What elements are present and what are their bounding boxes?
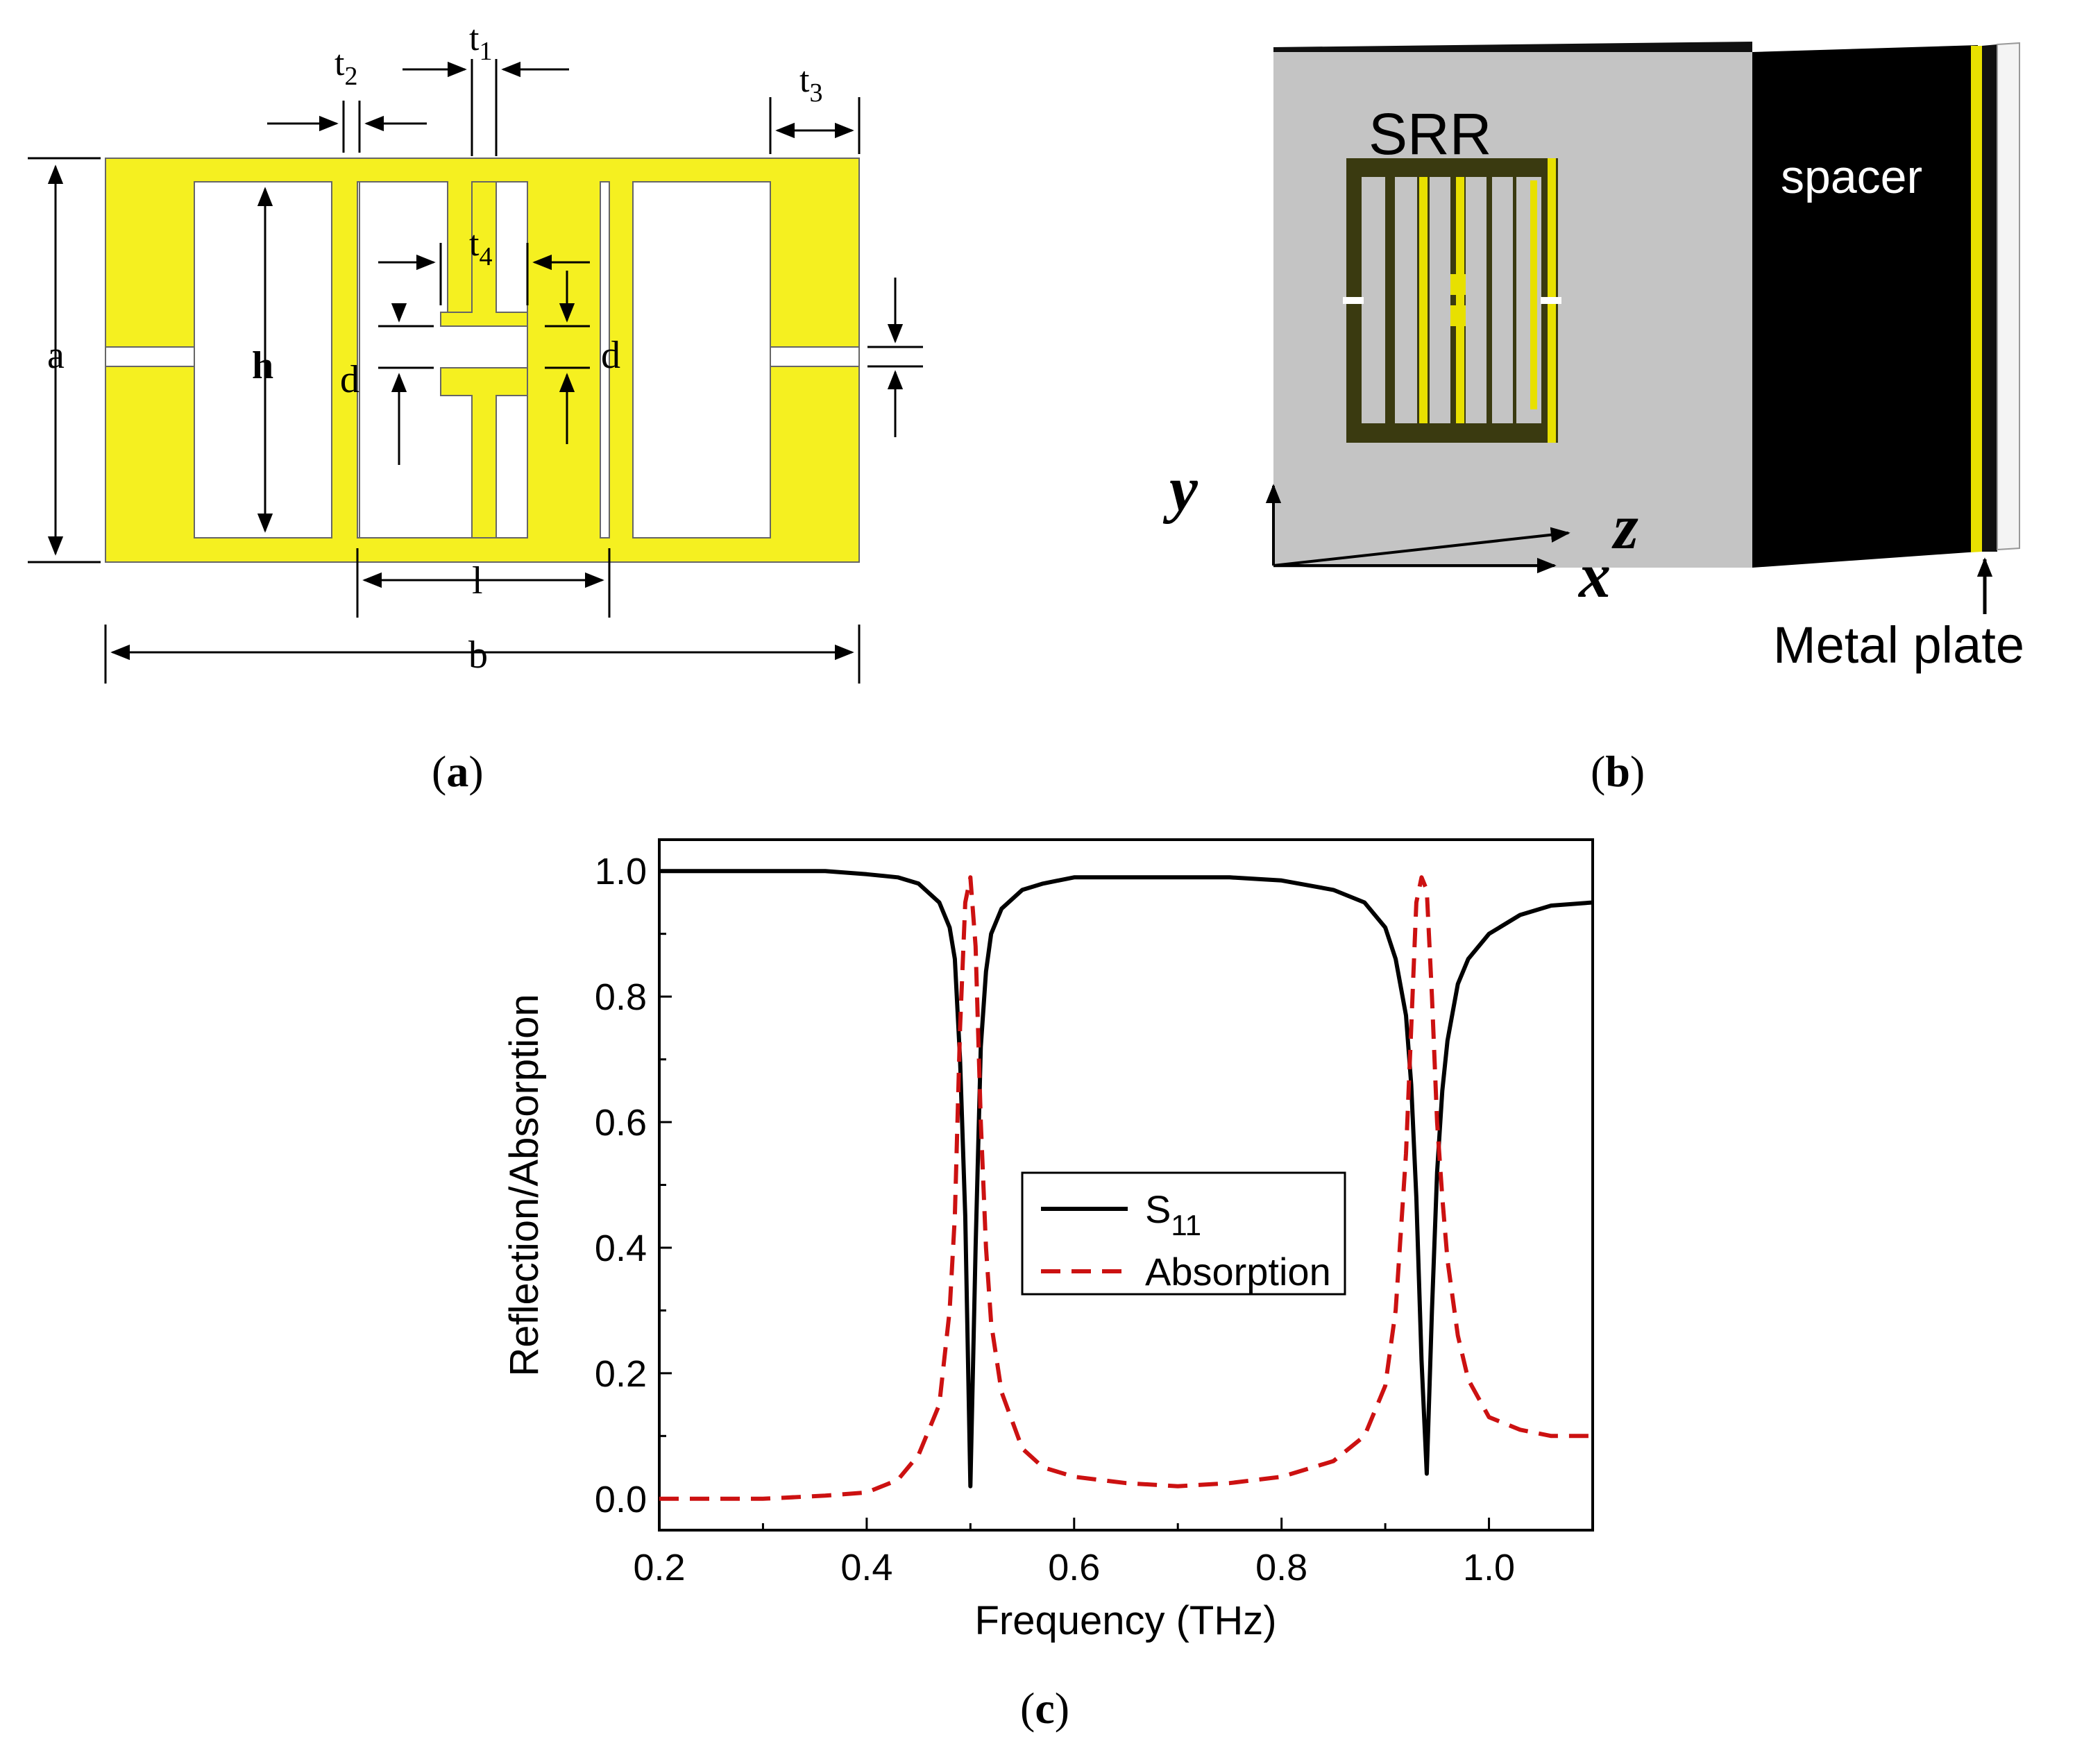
legend-label-absorption: Absorption [1145, 1250, 1331, 1294]
coordinate-axes [1265, 484, 1570, 574]
label-t3: t3 [799, 60, 822, 108]
label-a: a [47, 334, 65, 377]
metal-plate-label: Metal plate [1773, 616, 2024, 674]
caption-a: (a) [432, 747, 484, 796]
panel-a-diagram: t1 t2 t3 t4 a h d d l b [28, 19, 923, 684]
srr-structure [1343, 158, 1561, 443]
y-tick-label: 0.4 [595, 1228, 647, 1269]
x-tick-label: 1.0 [1463, 1547, 1515, 1588]
center-t-lower [440, 367, 528, 538]
spacer-block [1752, 45, 1978, 568]
x-tick-label: 0.8 [1255, 1547, 1307, 1588]
spacer-label: spacer [1781, 151, 1922, 203]
label-b: b [468, 634, 488, 677]
y-axis-title: Reflection/Absorption [502, 994, 547, 1376]
x-axis-ticks: 0.2 0.4 0.6 0.8 1.0 [633, 1518, 1594, 1588]
metal-plate [1971, 46, 1982, 552]
y-axis-ticks: 0.0 0.2 0.4 0.6 0.8 1.0 [595, 851, 672, 1520]
axis-x-label: x [1577, 540, 1611, 611]
label-t1: t1 [469, 19, 492, 66]
x-tick-label: 0.6 [1048, 1547, 1100, 1588]
axis-y-label: y [1162, 453, 1199, 524]
chart-legend: S11 Absorption [1021, 1171, 1346, 1296]
series-line-absorption [659, 875, 1593, 1501]
y-tick-label: 0.8 [595, 976, 647, 1018]
label-d-right: d [601, 334, 620, 377]
series-layer [659, 869, 1593, 1501]
label-d-left: d [340, 358, 359, 401]
y-tick-label: 0.6 [595, 1102, 647, 1144]
label-t2: t2 [334, 44, 357, 91]
x-tick-label: 0.4 [840, 1547, 892, 1588]
legend-label-s11: S11 [1145, 1187, 1201, 1241]
y-tick-label: 0.0 [595, 1479, 647, 1520]
panel-b-diagram: SRR spacer y z x Metal plate [1162, 42, 2024, 674]
srr-label: SRR [1369, 101, 1491, 167]
x-tick-label: 0.2 [633, 1547, 685, 1588]
label-h: h [252, 344, 273, 387]
y-tick-label: 0.2 [595, 1353, 647, 1395]
center-t-upper [440, 181, 528, 327]
label-l: l [472, 559, 483, 602]
x-axis-title: Frequency (THz) [974, 1598, 1276, 1643]
panel-c-chart: 0.2 0.4 0.6 0.8 1.0 0.0 0.2 0.4 0.6 0.8 1.0 Frequ… [502, 838, 1594, 1643]
caption-b: (b) [1591, 747, 1645, 796]
series-line-s11 [659, 869, 1593, 1489]
caption-c: (c) [1020, 1684, 1070, 1733]
axis-z-label: z [1611, 491, 1638, 562]
y-tick-label: 1.0 [595, 851, 647, 892]
label-t4: t4 [469, 224, 492, 271]
